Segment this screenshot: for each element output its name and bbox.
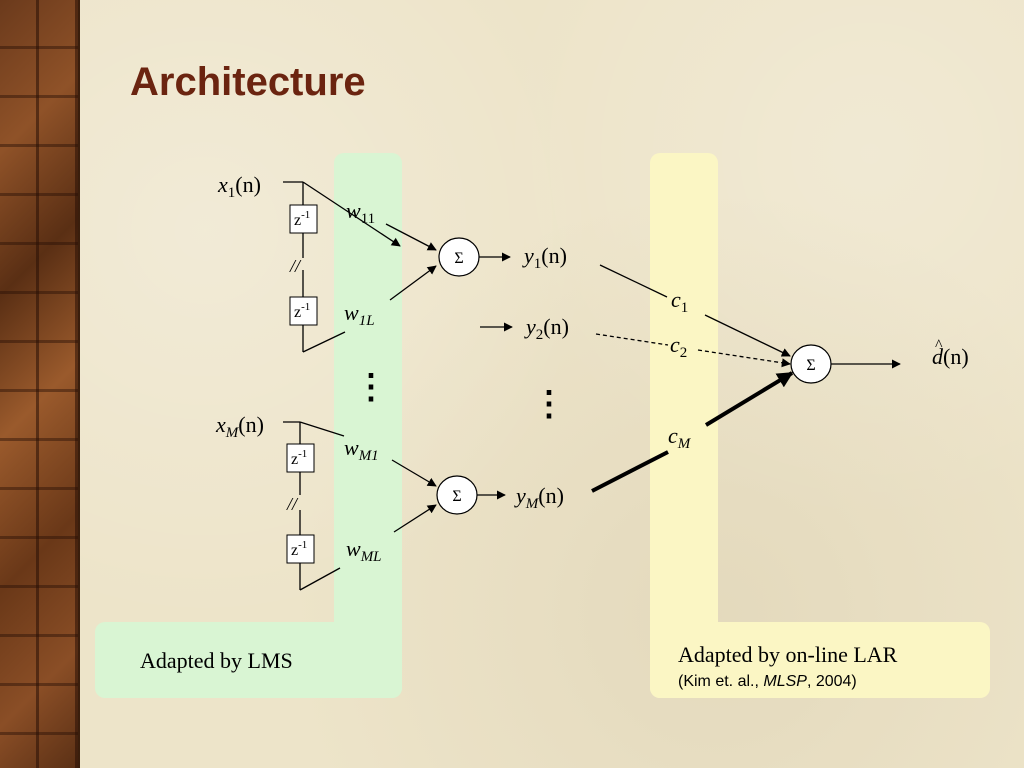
branch-1-delay-line bbox=[283, 181, 437, 353]
delay-label-1b: z-1 bbox=[294, 301, 310, 321]
input-label-1: x1(n) bbox=[217, 172, 261, 201]
slide-title: Architecture bbox=[130, 60, 366, 104]
final-output-label: d(n) bbox=[932, 344, 969, 369]
break-mark-m: // bbox=[286, 494, 299, 514]
sum-symbol-1: Σ bbox=[454, 250, 463, 267]
lms-band bbox=[95, 153, 402, 698]
input-label-m: xM(n) bbox=[215, 412, 264, 441]
ref-journal: MLSP bbox=[763, 673, 807, 690]
coef-label-c1: c1 bbox=[671, 287, 688, 316]
coef-label-cm: cM bbox=[668, 423, 692, 452]
sum-symbol-final: Σ bbox=[806, 357, 815, 374]
lar-band bbox=[650, 153, 990, 698]
coef-label-c2: c2 bbox=[670, 332, 687, 361]
branch-m-delay-line bbox=[283, 421, 437, 591]
weight-label-wm1: wM1 bbox=[344, 435, 379, 464]
ref-prefix: (Kim et. al., bbox=[678, 673, 764, 690]
ellipsis-outputs: ⋮ bbox=[532, 386, 566, 423]
delay-label-1a: z-1 bbox=[294, 209, 310, 229]
delay-box-1b bbox=[289, 296, 318, 326]
break-mark-1: // bbox=[289, 256, 302, 276]
delay-box-ma bbox=[286, 443, 315, 473]
final-output-hat: ^ bbox=[935, 337, 943, 354]
caption-lms: Adapted by LMS bbox=[140, 648, 293, 673]
weight-label-w11: w11 bbox=[346, 198, 375, 227]
output-label-y2: y2(n) bbox=[524, 314, 569, 343]
caption-lar: Adapted by on-line LAR bbox=[678, 642, 898, 667]
combiner-connections bbox=[477, 252, 901, 500]
weight-label-wml: wML bbox=[346, 536, 382, 565]
delay-box-1a bbox=[289, 204, 318, 234]
weight-label-w1l: w1L bbox=[344, 300, 375, 329]
delay-label-ma: z-1 bbox=[291, 448, 307, 468]
sum-symbol-m: Σ bbox=[452, 488, 461, 505]
caption-reference: (Kim et. al., MLSP, 2004) bbox=[678, 673, 857, 691]
ellipsis-weights: ⋮ bbox=[354, 369, 388, 406]
ref-suffix: , 2004) bbox=[806, 673, 857, 690]
delay-label-mb: z-1 bbox=[291, 539, 307, 559]
delay-box-mb bbox=[286, 534, 315, 564]
output-label-y1: y1(n) bbox=[522, 243, 567, 272]
output-label-ym: yM(n) bbox=[514, 483, 564, 512]
wood-texture-sidebar bbox=[0, 0, 80, 768]
